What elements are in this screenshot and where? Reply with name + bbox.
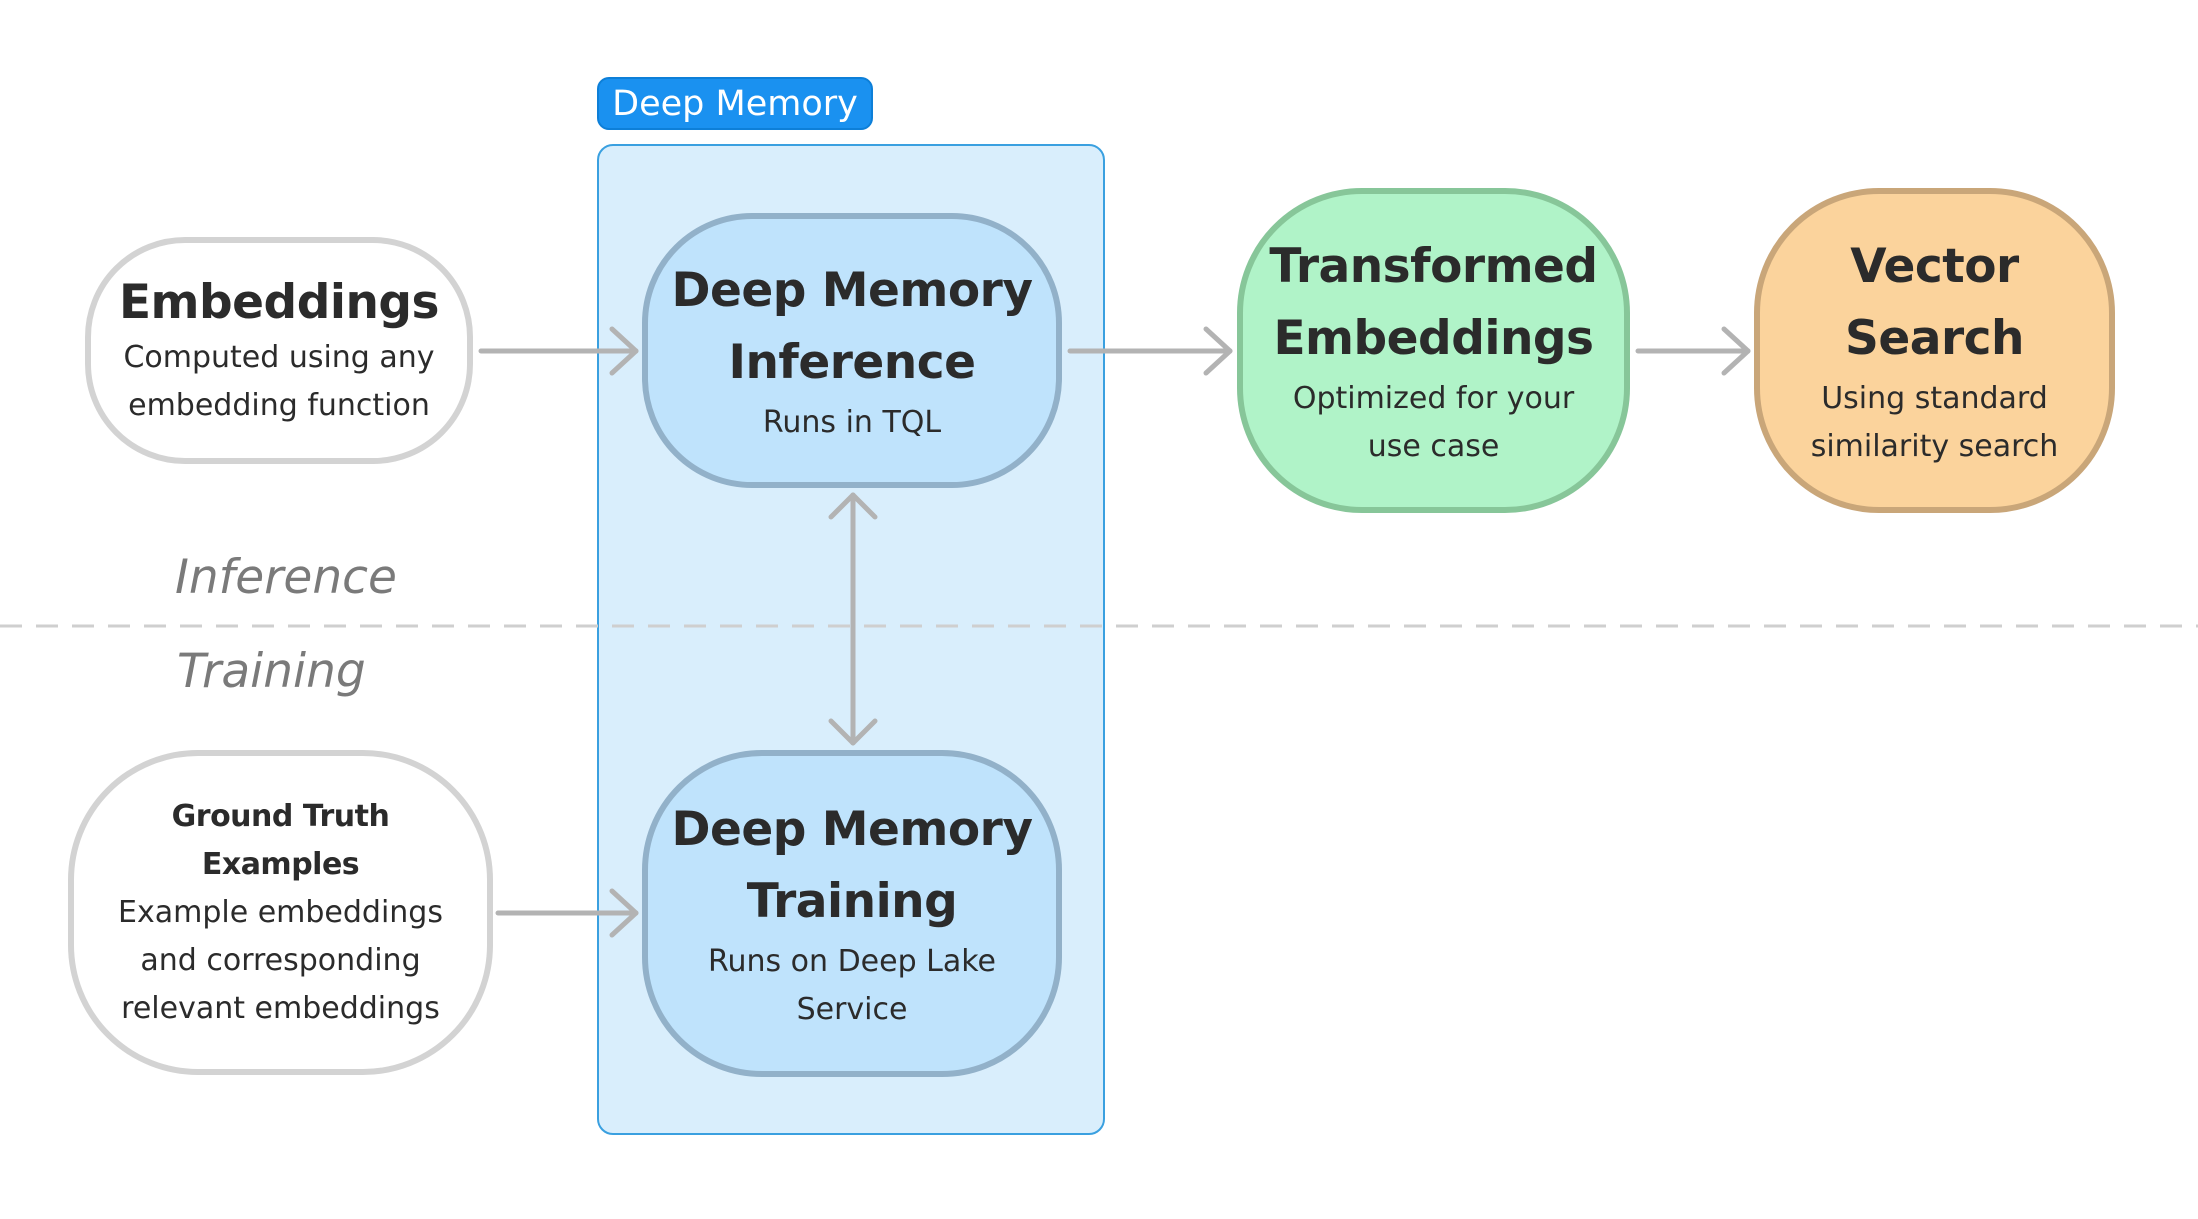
- transformed-title-line2: Embeddings: [1273, 310, 1594, 366]
- vector-subtitle-line1: Using standard: [1821, 380, 2048, 416]
- vector-title-line1: Vector: [1850, 238, 2019, 294]
- ground-truth-title-line1: Ground Truth: [171, 798, 390, 834]
- ground-truth-title-line2: Examples: [201, 846, 360, 882]
- training-title-line2: Training: [746, 873, 958, 929]
- group-label-text: Deep Memory: [612, 83, 858, 124]
- deep-memory-group-label: Deep Memory: [597, 77, 873, 130]
- transformed-subtitle-line1: Optimized for your: [1292, 380, 1575, 416]
- embeddings-subtitle-line2: embedding function: [128, 387, 430, 423]
- embeddings-title: Embeddings: [118, 274, 440, 330]
- arrow-inference-to-transformed: [1067, 326, 1233, 376]
- embeddings-node: Embeddings Computed using any embedding …: [85, 237, 473, 464]
- training-subtitle-line1: Runs on Deep Lake: [707, 943, 997, 979]
- vector-subtitle-line2: similarity search: [1810, 428, 2059, 464]
- arrow-groundtruth-to-training: [495, 888, 639, 938]
- inference-title-line1: Deep Memory: [671, 262, 1034, 318]
- ground-truth-subtitle-line3: relevant embeddings: [121, 990, 440, 1026]
- inference-subtitle: Runs in TQL: [762, 404, 942, 440]
- arrow-embeddings-to-inference: [478, 326, 639, 376]
- training-subtitle-line2: Service: [796, 991, 908, 1027]
- ground-truth-subtitle-line1: Example embeddings: [118, 894, 443, 930]
- inference-section-label: Inference: [175, 550, 397, 605]
- training-section-label: Training: [177, 644, 366, 699]
- transformed-embeddings-node: Transformed Embeddings Optimized for you…: [1237, 188, 1630, 513]
- arrow-inference-training-bidirectional: [828, 492, 878, 746]
- vector-title-line2: Search: [1845, 310, 2024, 366]
- embeddings-subtitle-line1: Computed using any: [123, 339, 435, 375]
- transformed-title-line1: Transformed: [1269, 238, 1598, 294]
- arrow-transformed-to-vector: [1635, 326, 1751, 376]
- ground-truth-node: Ground Truth Examples Example embeddings…: [68, 750, 493, 1075]
- deep-memory-inference-node: Deep Memory Inference Runs in TQL: [642, 213, 1062, 488]
- deep-memory-training-node: Deep Memory Training Runs on Deep Lake S…: [642, 750, 1062, 1077]
- training-title-line1: Deep Memory: [671, 801, 1034, 857]
- inference-title-line2: Inference: [728, 334, 976, 390]
- vector-search-node: Vector Search Using standard similarity …: [1754, 188, 2115, 513]
- ground-truth-subtitle-line2: and corresponding: [140, 942, 421, 978]
- transformed-subtitle-line2: use case: [1367, 428, 1500, 464]
